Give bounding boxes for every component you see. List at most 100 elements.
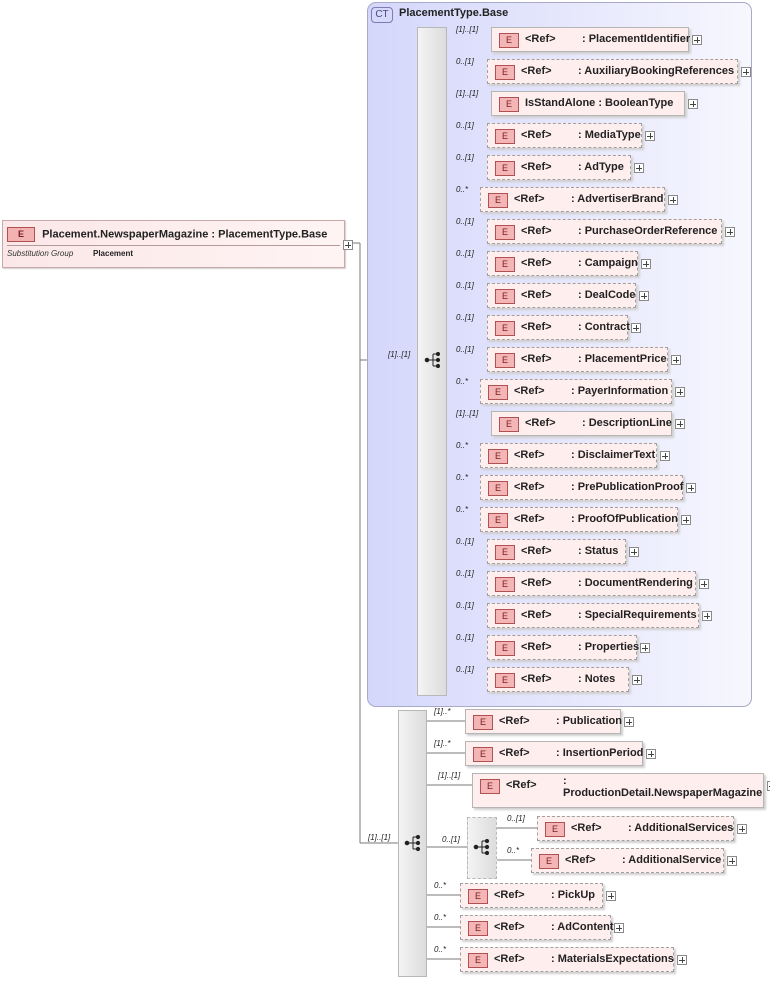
schema-element[interactable]: E<Ref>: PickUp xyxy=(460,883,603,908)
expand-icon[interactable] xyxy=(741,67,751,77)
expand-icon[interactable] xyxy=(699,579,709,589)
element-badge-icon: E xyxy=(495,641,515,656)
expand-icon[interactable] xyxy=(702,611,712,621)
schema-element[interactable]: E<Ref>: ProductionDetail.NewspaperMagazi… xyxy=(472,773,764,808)
root-element[interactable]: E Placement.NewspaperMagazine : Placemen… xyxy=(2,220,345,268)
schema-element[interactable]: E<Ref>: DocumentRendering xyxy=(487,571,696,596)
expand-icon[interactable] xyxy=(677,955,687,965)
schema-element[interactable]: E<Ref>: DealCode xyxy=(487,283,636,308)
cardinality-label: [1]..[1] xyxy=(438,771,461,780)
element-badge-icon: E xyxy=(488,385,508,400)
element-badge-icon: E xyxy=(495,321,515,336)
schema-element[interactable]: E<Ref>: AdvertiserBrand xyxy=(480,187,665,212)
ref-label: <Ref> xyxy=(521,577,552,589)
cardinality-label: 0..[1] xyxy=(456,601,474,610)
schema-element[interactable]: E<Ref>: Properties xyxy=(487,635,639,660)
schema-element[interactable]: E<Ref>: AdditionalServices xyxy=(537,816,734,841)
expand-icon[interactable] xyxy=(675,419,685,429)
element-name: : PayerInformation xyxy=(571,385,669,397)
schema-element[interactable]: E<Ref>: Campaign xyxy=(487,251,638,276)
schema-element[interactable]: E<Ref>: PlacementPrice xyxy=(487,347,668,372)
expand-icon[interactable] xyxy=(692,35,702,45)
cardinality-label: 0..[1] xyxy=(456,121,474,130)
expand-icon[interactable] xyxy=(671,355,681,365)
element-name: : AdditionalServices xyxy=(628,822,734,834)
schema-element[interactable]: E<Ref>: AdType xyxy=(487,155,631,180)
element-badge-icon: E xyxy=(495,289,515,304)
element-badge-icon: E xyxy=(488,513,508,528)
schema-element[interactable]: E<Ref>: ProofOfPublication xyxy=(480,507,678,532)
cardinality-label: 0..[1] xyxy=(456,537,474,546)
expand-icon[interactable] xyxy=(645,131,655,141)
expand-icon[interactable] xyxy=(634,163,644,173)
element-badge-icon: E xyxy=(488,193,508,208)
expand-icon[interactable] xyxy=(639,291,649,301)
schema-element[interactable]: E<Ref>: DescriptionLine xyxy=(491,411,672,436)
schema-element[interactable]: E<Ref>: MaterialsExpectations xyxy=(460,947,674,972)
expand-icon[interactable] xyxy=(737,824,747,834)
schema-element[interactable]: E<Ref>: PlacementIdentifier xyxy=(491,27,690,52)
element-name: : PurchaseOrderReference xyxy=(578,225,718,237)
ref-label: <Ref> xyxy=(506,779,537,791)
schema-element[interactable]: E<Ref>: PayerInformation xyxy=(480,379,672,404)
cardinality-label: 0..[1] xyxy=(456,217,474,226)
expand-icon[interactable] xyxy=(624,717,634,727)
expand-icon[interactable] xyxy=(660,451,670,461)
schema-element[interactable]: E<Ref>: Contract xyxy=(487,315,630,340)
schema-element[interactable]: E<Ref>: MediaType xyxy=(487,123,642,148)
schema-element[interactable]: E<Ref>: PurchaseOrderReference xyxy=(487,219,722,244)
schema-element[interactable]: E<Ref>: AuxiliaryBookingReferences xyxy=(487,59,738,84)
expand-icon[interactable] xyxy=(675,387,685,397)
ref-label: <Ref> xyxy=(521,641,552,653)
complex-type-badge-icon: CT xyxy=(371,7,393,23)
element-name: : Campaign xyxy=(578,257,638,269)
schema-element[interactable]: E<Ref>: InsertionPeriod xyxy=(465,741,643,766)
element-name: : ProofOfPublication xyxy=(571,513,678,525)
element-badge-icon: E xyxy=(495,673,515,688)
expand-icon[interactable] xyxy=(632,675,642,685)
inherited-sequence-bar xyxy=(417,27,447,696)
schema-element[interactable]: E<Ref>: Status xyxy=(487,539,626,564)
schema-element[interactable]: E<Ref>: DisclaimerText xyxy=(480,443,657,468)
expand-icon[interactable] xyxy=(646,749,656,759)
cardinality-label: 0..[1] xyxy=(456,345,474,354)
expand-icon[interactable] xyxy=(631,323,641,333)
ref-label: <Ref> xyxy=(494,889,525,901)
expand-icon[interactable] xyxy=(688,99,698,109)
expand-icon[interactable] xyxy=(606,891,616,901)
cardinality-label: 0..* xyxy=(434,913,447,922)
element-badge-icon: E xyxy=(499,97,519,112)
cardinality-label: 0..* xyxy=(507,846,520,855)
schema-element[interactable]: E<Ref>: SpecialRequirements xyxy=(487,603,699,628)
schema-element[interactable]: E<Ref>: AdContent xyxy=(460,915,614,940)
element-badge-icon: E xyxy=(495,545,515,560)
expand-icon[interactable] xyxy=(614,923,624,933)
ref-label: <Ref> xyxy=(521,65,552,77)
schema-element[interactable]: E<Ref>: AdditionalService xyxy=(531,848,724,873)
element-badge-icon: E xyxy=(495,609,515,624)
expand-icon[interactable] xyxy=(668,195,678,205)
schema-element[interactable]: E<Ref>: Publication xyxy=(465,709,622,734)
cardinality-label: [1]..[1] xyxy=(456,409,479,418)
expand-icon[interactable] xyxy=(727,856,737,866)
expand-icon[interactable] xyxy=(641,259,651,269)
expand-icon[interactable] xyxy=(629,547,639,557)
element-name: : Publication xyxy=(556,715,622,727)
cardinality-label: 0..* xyxy=(456,441,469,450)
collapse-root-icon[interactable] xyxy=(343,240,353,250)
local-sequence-cardinality: [1]..[1] xyxy=(368,833,391,842)
expand-icon[interactable] xyxy=(725,227,735,237)
ref-label: <Ref> xyxy=(514,449,545,461)
choice-icon xyxy=(473,839,490,855)
expand-icon[interactable] xyxy=(640,643,650,653)
cardinality-label: 0..* xyxy=(456,473,469,482)
schema-element[interactable]: E<Ref>: Notes xyxy=(487,667,629,692)
cardinality-label: 0..[1] xyxy=(456,569,474,578)
schema-element[interactable]: E<Ref>: PrePublicationProof xyxy=(480,475,683,500)
expand-icon[interactable] xyxy=(686,483,696,493)
element-badge-icon: E xyxy=(499,33,519,48)
element-name: : MediaType xyxy=(578,129,641,141)
cardinality-label: [1]..[1] xyxy=(456,89,479,98)
expand-icon[interactable] xyxy=(681,515,691,525)
